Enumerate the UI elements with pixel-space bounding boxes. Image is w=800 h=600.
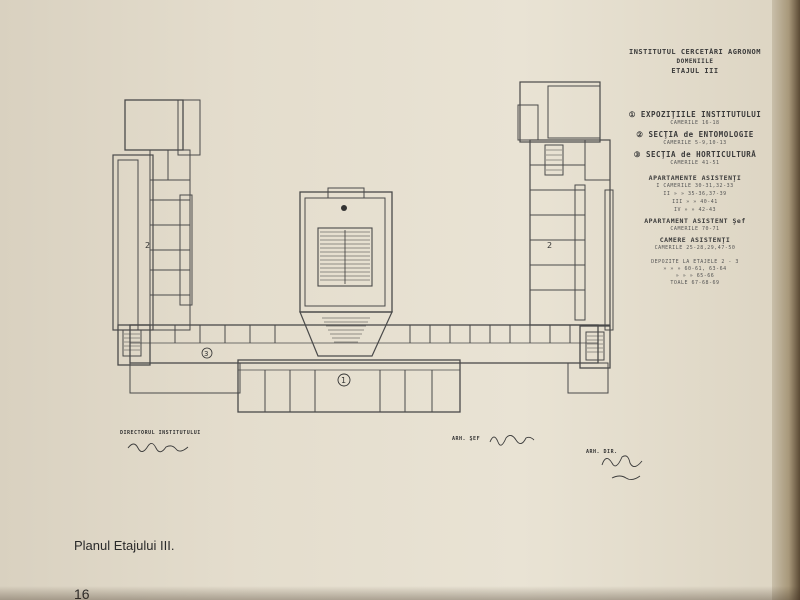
legend-apt-line-3: III » » 40-41 [672,199,718,205]
page-edge-shadow [772,0,800,600]
legend-dep-2: » » » 60-61, 63-64 [663,266,727,272]
tower-stairs [124,149,603,353]
legend-item-2-sub: CAMERILE 5-9,10-13 [663,140,727,146]
page-number: 16 [74,586,90,600]
legend-item-3-sub: CAMERILE 41-51 [670,160,720,166]
legend-dep-4: TOALE 67-68-69 [670,280,720,286]
arch2-signature [601,455,643,481]
right-wing [517,81,614,369]
plan-caption: Planul Etajului III. [74,538,175,553]
legend-title-2: DOMENIILE [676,58,714,65]
director-signature [127,443,189,453]
legend-apt-line-1: I CAMERILE 30-31,32-33 [656,183,734,189]
page-bottom-shadow [0,586,800,600]
mark-2b: 2 [547,241,552,250]
central-hall [299,187,393,357]
arch2-label: ARH. DIR. [586,449,618,455]
legend-apt2-sub: CAMERILE 70-71 [670,226,720,232]
legend-apt2-title: APARTAMENT ASISTENT Şef [644,217,746,225]
legend-item-1-sub: CAMERILE 16-18 [670,120,720,126]
section-marks: 1 3 2 2 [145,205,552,387]
legend-item-2: ② SECŢIA de ENTOMOLOGIE [636,130,754,139]
legend-title-1: INSTITUTUL CERCETĂRI AGRONOM [628,48,761,56]
mark-1: 1 [341,376,346,385]
legend-title-3: ETAJUL III [671,67,719,75]
left-wing [112,99,201,366]
legend-apt-title: APARTAMENTE ASISTENŢI [648,174,742,182]
director-label: DIRECTORUL INSTITUTULUI [120,430,201,436]
legend-item-1: ① EXPOZIŢIILE INSTITUTULUI [628,110,762,119]
legend-dep-3: » » » 65-66 [675,273,715,279]
legend-apt-line-4: IV » » 42-43 [673,207,717,213]
legend-item-3: ③ SECŢIA de HORTICULTURĂ [633,150,757,159]
mark-2: 2 [145,241,150,250]
arch1-label: ARH. ŞEF [452,436,481,442]
arch1-signature [489,435,535,446]
main-corridor [129,324,609,394]
legend-cam-title: CAMERE ASISTENŢI [659,236,731,244]
legend-cam-sub: CAMERILE 25-28,29,47-50 [654,245,736,251]
mark-3: 3 [204,350,208,358]
legend-dep-1: DEPOZITE LA ETAJELE 2 - 3 [651,259,739,265]
signature-scribbles [127,435,643,481]
grand-stair-hatching [320,230,370,343]
legend-apt-line-2: II » » 35-36,37-39 [663,191,727,197]
front-block [237,359,461,413]
